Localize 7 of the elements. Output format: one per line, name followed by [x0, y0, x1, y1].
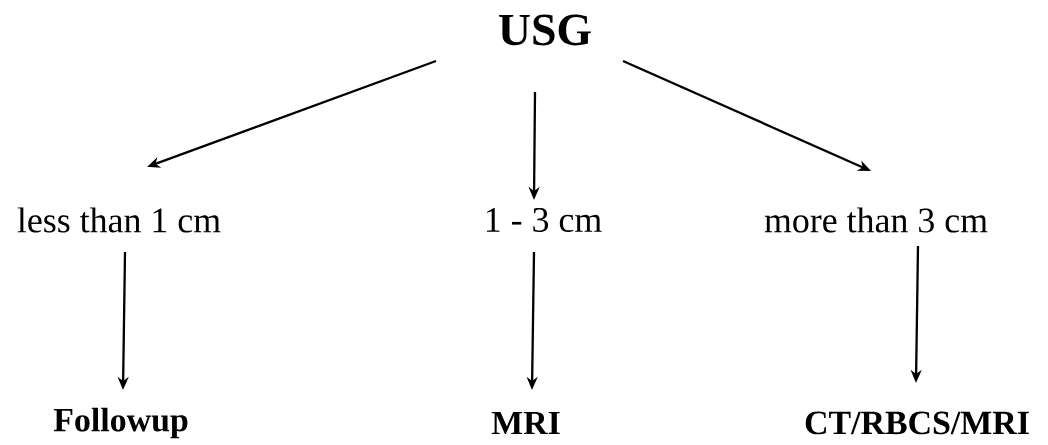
size-label: more than 3 cm	[764, 207, 988, 233]
size-label: 1 - 3 cm	[486, 207, 602, 233]
result-label: CT/RBCS/MRI	[805, 411, 1029, 435]
size-label: less than 1 cm	[17, 207, 221, 233]
result-label: Followup	[53, 407, 188, 439]
result-label: MRI	[491, 411, 560, 435]
heading: USG	[499, 14, 591, 46]
